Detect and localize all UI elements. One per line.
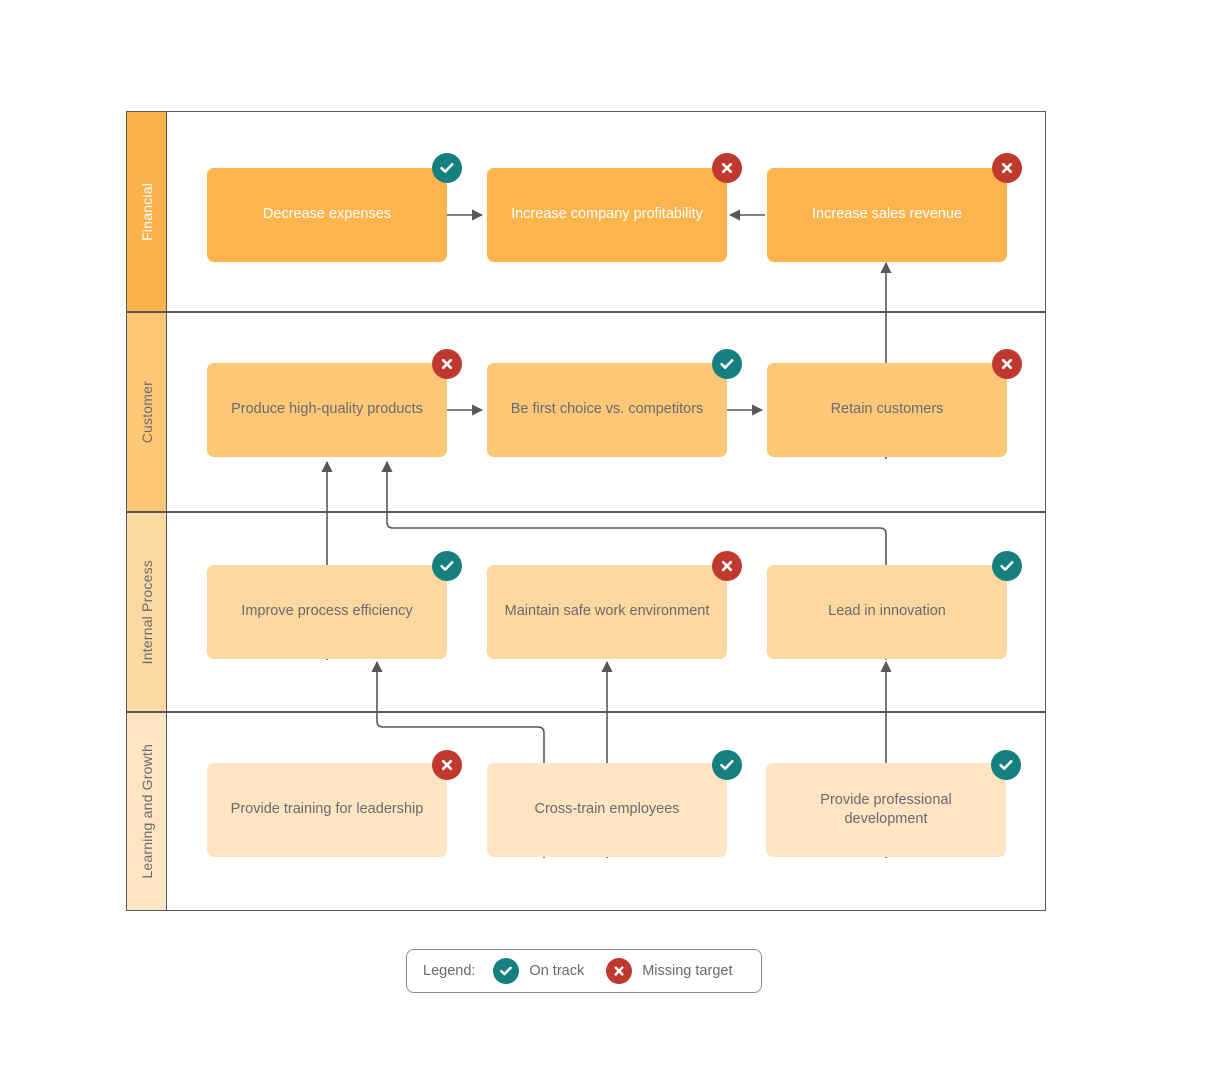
objective-label: Increase company profitability <box>511 206 703 223</box>
objective-cross-train-employees[interactable]: Cross-train employees <box>487 763 727 857</box>
objective-label: Produce high-quality products <box>231 401 423 418</box>
legend-item-on-track: On track <box>493 958 584 984</box>
strategy-map: Financial Customer Internal Process Lear… <box>126 111 1046 911</box>
status-badge-missing-target[interactable] <box>712 153 742 183</box>
x-icon <box>1001 162 1013 174</box>
check-icon <box>500 966 513 976</box>
swimlane-label-customer: Customer <box>138 380 155 444</box>
x-circle-icon <box>606 958 633 984</box>
legend-label-missing-target: Missing target <box>642 963 733 979</box>
swimlane-header-internal-process: Internal Process <box>127 513 167 711</box>
objective-provide-training-for-leadership[interactable]: Provide training for leadership <box>207 763 447 857</box>
swimlane-financial: Financial <box>126 111 1046 312</box>
status-badge-on-track[interactable] <box>432 551 462 581</box>
objective-lead-in-innovation[interactable]: Lead in innovation <box>767 565 1007 659</box>
x-icon <box>614 966 624 976</box>
check-icon <box>720 359 734 369</box>
swimlane-header-learning-and-growth: Learning and Growth <box>127 713 167 910</box>
objective-retain-customers[interactable]: Retain customers <box>767 363 1007 457</box>
check-circle-icon <box>493 958 520 984</box>
swimlane-header-customer: Customer <box>127 313 167 511</box>
objective-maintain-safe-work-environment[interactable]: Maintain safe work environment <box>487 565 727 659</box>
objective-label: Retain customers <box>830 401 944 418</box>
swimlane-label-internal-process: Internal Process <box>138 559 155 665</box>
legend: Legend: On track Missing target <box>406 949 762 993</box>
legend-label-on-track: On track <box>529 963 585 979</box>
objective-be-first-choice-vs-competitors[interactable]: Be first choice vs. competitors <box>487 363 727 457</box>
check-icon <box>440 561 454 571</box>
status-badge-missing-target[interactable] <box>712 551 742 581</box>
status-badge-on-track[interactable] <box>712 750 742 780</box>
x-icon <box>721 162 733 174</box>
status-badge-on-track[interactable] <box>432 153 462 183</box>
swimlane-header-financial: Financial <box>127 112 167 311</box>
swimlane-learning-and-growth: Learning and Growth <box>126 712 1046 911</box>
objective-label: Lead in innovation <box>828 603 946 620</box>
objective-label: Cross-train employees <box>534 801 680 818</box>
status-badge-missing-target[interactable] <box>432 750 462 780</box>
objective-label: Provide training for leadership <box>230 801 424 818</box>
status-badge-on-track[interactable] <box>992 551 1022 581</box>
swimlane-label-financial: Financial <box>138 182 155 241</box>
status-badge-missing-target[interactable] <box>432 349 462 379</box>
objective-increase-sales-revenue[interactable]: Increase sales revenue <box>767 168 1007 262</box>
objective-label: Be first choice vs. competitors <box>510 401 704 418</box>
objective-provide-professional-development[interactable]: Provide professional development <box>766 763 1006 857</box>
check-icon <box>440 163 454 173</box>
objective-label: Provide professional development <box>820 791 952 827</box>
objective-label: Decrease expenses <box>262 206 392 223</box>
objective-improve-process-efficiency[interactable]: Improve process efficiency <box>207 565 447 659</box>
legend-title: Legend: <box>423 963 476 979</box>
x-icon <box>441 759 453 771</box>
x-icon <box>1001 358 1013 370</box>
check-icon <box>999 760 1013 770</box>
status-badge-on-track[interactable] <box>991 750 1021 780</box>
x-icon <box>721 560 733 572</box>
swimlane-internal-process: Internal Process <box>126 512 1046 712</box>
objective-decrease-expenses[interactable]: Decrease expenses <box>207 168 447 262</box>
status-badge-missing-target[interactable] <box>992 153 1022 183</box>
swimlane-label-learning-and-growth: Learning and Growth <box>138 744 155 879</box>
objective-label: Improve process efficiency <box>241 603 413 620</box>
objective-increase-company-profitability[interactable]: Increase company profitability <box>487 168 727 262</box>
legend-item-missing-target: Missing target <box>606 958 732 984</box>
status-badge-on-track[interactable] <box>712 349 742 379</box>
objective-produce-high-quality-products[interactable]: Produce high-quality products <box>207 363 447 457</box>
check-icon <box>1000 561 1014 571</box>
objective-label: Increase sales revenue <box>812 206 962 223</box>
objective-label: Maintain safe work environment <box>504 603 710 620</box>
status-badge-missing-target[interactable] <box>992 349 1022 379</box>
check-icon <box>720 760 734 770</box>
x-icon <box>441 358 453 370</box>
